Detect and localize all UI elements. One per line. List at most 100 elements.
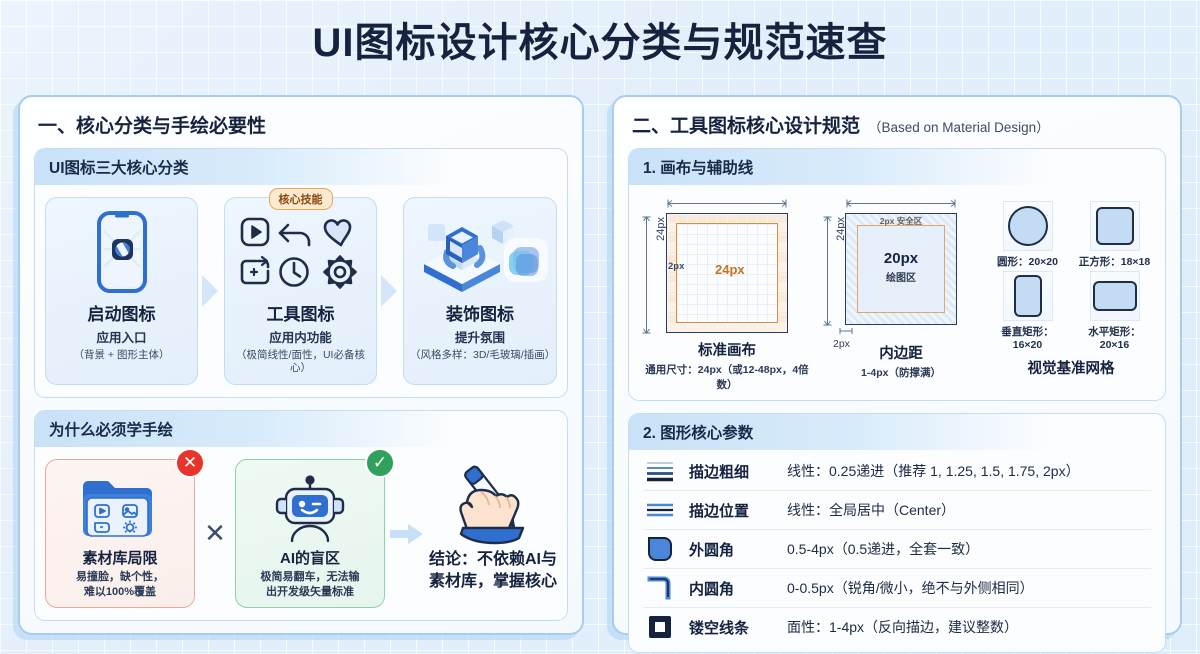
- why-comparison: ✕: [35, 447, 567, 620]
- canvas-standard-note: 通用尺寸：24px（或12-48px，4倍数）: [645, 364, 809, 391]
- arrow-right-icon: [385, 459, 429, 608]
- conclusion-block: 结论：不依赖AI与 素材库，掌握核心: [429, 459, 557, 608]
- left-panel: 一、核心分类与手绘必要性 UI图标三大核心分类: [18, 95, 584, 635]
- chevron-right-icon-1: [198, 197, 224, 385]
- param-value: 线性：全局居中（Center）: [787, 502, 956, 518]
- table-row: 外圆角 0.5-4px（0.5递进，全套一致）: [643, 530, 1151, 569]
- heart-icon: [323, 219, 351, 247]
- param-value: 线性：0.25递进（推荐 1, 1.25, 1.5, 1.75, 2px）: [787, 463, 1080, 479]
- params-table: 描边粗细 线性：0.25递进（推荐 1, 1.25, 1.5, 1.75, 2p…: [629, 450, 1165, 652]
- decorative-3d-icon: [410, 208, 550, 296]
- table-row: 描边粗细 线性：0.25递进（推荐 1, 1.25, 1.5, 1.75, 2p…: [643, 452, 1151, 491]
- subcard-canvas-guides: 1. 画布与辅助线 24px 24px 2px 标准画布 通用尺寸：24px（或…: [628, 148, 1166, 401]
- canvas-padding-diagram: 24px 2px 安全区 20px 绘图区 2px 内边距 1-4px（防撑满）: [821, 195, 981, 380]
- category-card-tool-sub: 应用内功能: [269, 331, 332, 345]
- why-card-ai-blindspot-note: 极简易翻车，无法输 出开发级矢量标准: [260, 571, 360, 598]
- vertical-rect-shape: [1002, 271, 1053, 321]
- param-value: 0.5-4px（0.5递进，全套一致）: [787, 541, 980, 557]
- gear-icon: [322, 255, 357, 289]
- category-card-decorative-name: 装饰图标: [446, 305, 514, 324]
- grid-shape-square-label: 正方形：18×18: [1078, 256, 1151, 268]
- subcard-canvas-guides-title: 1. 画布与辅助线: [629, 149, 1165, 185]
- why-card-asset-library-name: 素材库局限: [82, 550, 158, 568]
- undo-arrow-icon: [278, 223, 310, 247]
- left-panel-heading: 一、核心分类与手绘必要性: [20, 97, 582, 148]
- inner-corner-icon: [643, 575, 677, 601]
- grid-shape-circle-label: 圆形：20×20: [997, 256, 1058, 268]
- add-photo-icon: [240, 255, 269, 285]
- param-value: 0-0.5px（锐角/微小，绝不与外侧相同）: [787, 580, 1034, 596]
- canvas-padding-bottom-dim: 2px: [833, 338, 850, 350]
- cutout-line-icon: [643, 614, 677, 640]
- subcard-why-handdraw: 为什么必须学手绘 ✕: [34, 410, 568, 621]
- grid-shape-horizontal-rect-label: 水平矩形：20×16: [1088, 326, 1141, 351]
- param-value: 面性：1-4px（反向描边，建议整数）: [787, 619, 1019, 635]
- table-row: 描边位置 线性：全局居中（Center）: [643, 491, 1151, 530]
- category-card-list: 启动图标 应用入口 （背景 + 图形主体） 核心技能: [35, 185, 567, 397]
- grid-shapes-list: 圆形：20×20 正方形：18×18 垂直矩形：16×20: [987, 201, 1155, 351]
- times-separator-icon: ✕: [204, 518, 226, 549]
- stroke-align-icon: [643, 497, 677, 523]
- why-card-asset-library[interactable]: ✕: [45, 448, 205, 608]
- param-name: 外圆角: [689, 541, 735, 559]
- robot-icon: [242, 470, 378, 544]
- why-card-ai-blindspot[interactable]: ✓ AI的盲区 极简易翻车，: [235, 448, 395, 608]
- conclusion-text: 结论：不依赖AI与 素材库，掌握核心: [429, 551, 558, 590]
- clock-icon: [278, 257, 309, 287]
- grid-shape-horizontal-rect: 水平矩形：20×16: [1074, 271, 1155, 351]
- canvas-diagram-list: 24px 24px 2px 标准画布 通用尺寸：24px（或12-48px，4倍…: [629, 185, 1165, 400]
- play-square-icon: [240, 217, 269, 247]
- canvas-standard-caption: 标准画布: [698, 343, 756, 359]
- canvas-padding-inner-label: 20px: [883, 250, 919, 267]
- right-panel-heading: 二、工具图标核心设计规范 （Based on Material Design）: [614, 97, 1180, 148]
- square-shape: [1089, 201, 1140, 251]
- table-row: 镂空线条 面性：1-4px（反向描边，建议整数）: [643, 608, 1151, 646]
- stroke-weight-icon: [643, 458, 677, 484]
- canvas-padding-caption: 内边距: [879, 346, 923, 362]
- hand-drawing-pen-icon: [429, 461, 557, 547]
- param-name: 内圆角: [689, 580, 735, 598]
- canvas-standard-diagram: 24px 24px 2px 标准画布 通用尺寸：24px（或12-48px，4倍…: [639, 195, 815, 392]
- subcard-why-handdraw-title: 为什么必须学手绘: [35, 411, 567, 448]
- right-panel-heading-sub: （Based on Material Design）: [868, 120, 1050, 135]
- left-panel-heading-text: 一、核心分类与手绘必要性: [38, 116, 267, 137]
- page-title: UI图标设计核心分类与规范速查: [312, 21, 888, 65]
- why-card-asset-library-note: 易撞脸，缺个性， 难以100%覆盖: [76, 571, 164, 598]
- why-card-ai-blindspot-name: AI的盲区: [279, 550, 340, 568]
- circle-shape: [1002, 201, 1053, 251]
- category-card-tool-name: 工具图标: [266, 305, 335, 324]
- category-card-launch-note: （背景 + 图形主体）: [73, 349, 170, 361]
- tool-icons-grid: [231, 208, 370, 296]
- category-card-launch[interactable]: 启动图标 应用入口 （背景 + 图形主体）: [45, 197, 198, 386]
- asset-library-folder-icon: [52, 470, 188, 544]
- category-card-decorative-sub: 提升氛围: [454, 331, 505, 345]
- core-skill-badge: 核心技能: [268, 188, 333, 210]
- param-name: 描边位置: [689, 502, 750, 520]
- grid-shape-vertical-rect: 垂直矩形：16×20: [987, 271, 1068, 351]
- grid-shapes-title: 视觉基准网格: [1027, 361, 1115, 377]
- outer-corner-icon: [643, 536, 677, 562]
- grid-shape-circle: 圆形：20×20: [987, 201, 1068, 269]
- param-name: 描边粗细: [689, 463, 750, 481]
- table-row: 内圆角 0-0.5px（锐角/微小，绝不与外侧相同）: [643, 569, 1151, 608]
- subcard-core-params: 2. 图形核心参数 描边粗细 线性：0.25递进（推荐 1, 1.25, 1.5…: [628, 413, 1166, 653]
- subcard-three-categories: UI图标三大核心分类 启动图标 应用入: [34, 148, 568, 399]
- check-icon: ✓: [365, 448, 395, 479]
- grid-shape-vertical-rect-label: 垂直矩形：16×20: [1001, 326, 1054, 351]
- cross-icon: ✕: [175, 448, 205, 479]
- subcard-core-params-title: 2. 图形核心参数: [629, 414, 1165, 450]
- category-card-decorative[interactable]: 装饰图标 提升氛围 （风格多样：3D/毛玻璃/插画）: [403, 197, 557, 386]
- chevron-right-icon-2: [377, 197, 403, 385]
- app-launch-icon: [52, 208, 191, 296]
- category-card-tool[interactable]: 核心技能: [224, 188, 377, 386]
- right-panel: 二、工具图标核心设计规范 （Based on Material Design） …: [612, 95, 1182, 653]
- category-card-tool-note: （极简线性/面性，UI必备核心）: [236, 349, 365, 375]
- canvas-standard-inner-label: 24px: [715, 262, 745, 277]
- canvas-padding-note: 1-4px（防撑满）: [861, 367, 941, 379]
- grid-shapes-diagram: 圆形：20×20 正方形：18×18 垂直矩形：16×20: [987, 195, 1155, 378]
- param-name: 镂空线条: [689, 619, 750, 637]
- category-card-decorative-note: （风格多样：3D/毛玻璃/插画）: [410, 349, 556, 361]
- canvas-padding-safe-label: 2px 安全区: [879, 216, 923, 226]
- canvas-standard-pad-label: 2px: [668, 261, 685, 272]
- grid-shape-square: 正方形：18×18: [1074, 201, 1155, 269]
